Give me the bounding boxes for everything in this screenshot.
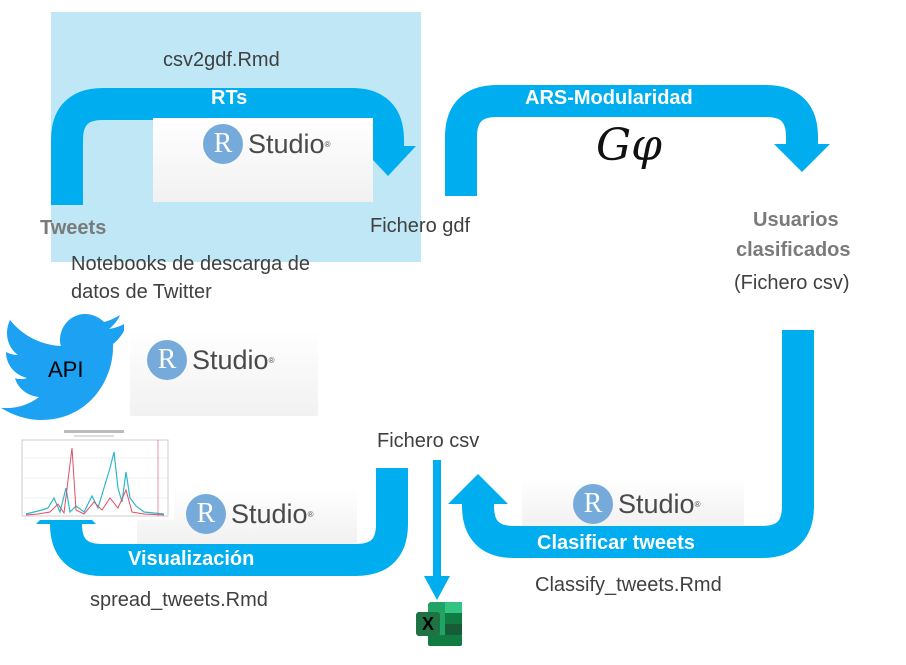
fichero-csv-paren-label: (Fichero csv) [734,272,850,294]
notebooks-label-line2: datos de Twitter [71,281,212,303]
rstudio-mark: ® [307,509,314,519]
arrow-visualizacion [50,468,408,576]
classify-label: Classify_tweets.Rmd [535,574,722,596]
ars-label: ARS-Modularidad [525,87,693,109]
notebooks-label-line1: Notebooks de descarga de [71,253,311,275]
api-label: API [48,357,84,382]
chart-thumbnail [14,428,174,520]
arrow-excel-shaft [433,460,441,578]
rstudio-word: Studio [231,498,308,529]
gephi-logo: Gφ [596,120,662,171]
rstudio-logo: R Studio ® [203,124,330,164]
arrowhead-ars [774,144,830,172]
fichero-csv-label: Fichero csv [377,430,480,452]
rstudio-box-bottom-right [522,478,744,526]
clasificar-label: Clasificar tweets [537,532,695,554]
arrowhead-excel [424,576,450,600]
fichero-gdf-label: Fichero gdf [370,215,471,237]
excel-letter: X [422,614,434,634]
usuarios-label-line2: clasificados [736,239,851,261]
rstudio-r-icon: R [186,494,226,534]
visualizacion-label: Visualización [128,548,255,570]
rstudio-mark: ® [324,139,331,149]
csv2gdf-label: csv2gdf.Rmd [163,49,280,71]
arrow-rts [51,88,404,205]
arrowhead-clasificar [448,474,508,504]
rstudio-r-icon: R [147,340,187,380]
tweets-label: Tweets [40,217,107,239]
rstudio-box-top [153,118,373,202]
twitter-bird-icon [1,314,124,420]
rstudio-word: Studio [618,488,695,519]
rts-label: RTs [211,87,248,109]
arrow-ars [445,85,818,196]
rstudio-logo: R Studio ® [573,484,700,524]
arrowhead-rts [360,146,416,176]
rstudio-r-icon: R [203,124,243,164]
rstudio-r-icon: R [573,484,613,524]
rstudio-word: Studio [248,128,325,159]
rstudio-logo: R Studio ® [147,340,274,380]
rstudio-mark: ® [268,355,275,365]
arrow-clasificar [462,330,814,558]
spread-label: spread_tweets.Rmd [90,589,268,611]
usuarios-label-line1: Usuarios [753,209,839,231]
rstudio-word: Studio [192,344,269,375]
rstudio-mark: ® [694,499,701,509]
excel-icon: X [416,602,462,646]
rstudio-logo: R Studio ® [186,494,313,534]
